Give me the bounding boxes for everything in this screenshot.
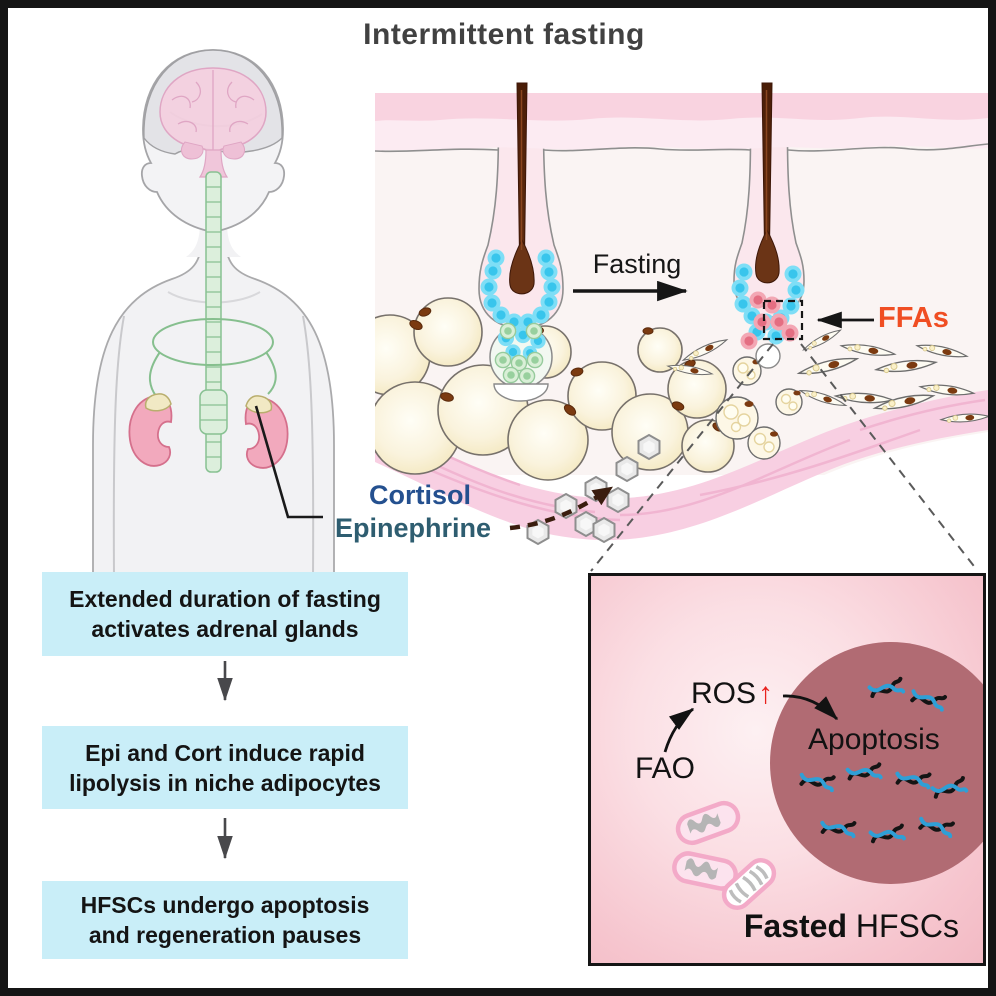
ros-to-apoptosis-arrow — [782, 694, 838, 720]
human-body-illustration — [92, 49, 335, 575]
nucleus-circle — [770, 642, 983, 884]
inset-graphics — [663, 642, 983, 963]
flow-box-adrenal-activation: Extended duration of fasting activates a… — [42, 572, 408, 656]
inset-caption: Fasted HFSCs — [743, 908, 959, 944]
brain-icon — [159, 67, 267, 178]
figure-title: Intermittent fasting — [363, 18, 645, 51]
epidermis-layer — [375, 93, 988, 153]
fasted-hfsc-inset: ROS↑ FAO Apoptosis Fasted HFSCs — [588, 573, 986, 966]
ros-up-arrow-icon: ↑ — [758, 677, 774, 710]
adrenal-gland-icon — [144, 393, 273, 414]
fao-to-ros-arrow — [663, 707, 695, 753]
flow-box-line: Extended duration of fasting — [69, 586, 381, 612]
hair-shaft-left — [509, 82, 535, 295]
flow-box-lipolysis: Epi and Cort induce rapid lipolysis in n… — [42, 726, 408, 809]
hair-shaft-right — [755, 82, 780, 284]
dermal-papilla — [489, 325, 553, 402]
flow-box-apoptosis: HFSCs undergo apoptosis and regeneration… — [42, 881, 408, 959]
cortisol-label: Cortisol — [368, 480, 471, 510]
adrenal-pointer-line — [254, 405, 323, 519]
flow-box-line: and regeneration pauses — [88, 922, 362, 948]
ros-label: ROS↑ — [691, 677, 774, 710]
flow-box-line: activates adrenal glands — [91, 616, 359, 642]
flow-box-line: lipolysis in niche adipocytes — [69, 769, 381, 796]
mitochondria-icon — [674, 799, 742, 847]
muscle-layer — [375, 390, 988, 541]
flow-box-line: HFSCs undergo apoptosis — [80, 892, 370, 918]
nerve-loop — [148, 318, 277, 397]
apoptosis-label: Apoptosis — [808, 723, 940, 756]
ffas-label: FFAs — [878, 302, 949, 334]
fao-label: FAO — [635, 752, 696, 785]
epinephrine-label: Epinephrine — [334, 513, 491, 543]
fasting-label: Fasting — [592, 249, 682, 279]
spine-icon — [199, 171, 228, 473]
kidney-icon — [128, 395, 289, 469]
dashed-roi-box — [762, 299, 804, 341]
flow-box-line: Epi and Cort induce rapid — [85, 739, 365, 766]
